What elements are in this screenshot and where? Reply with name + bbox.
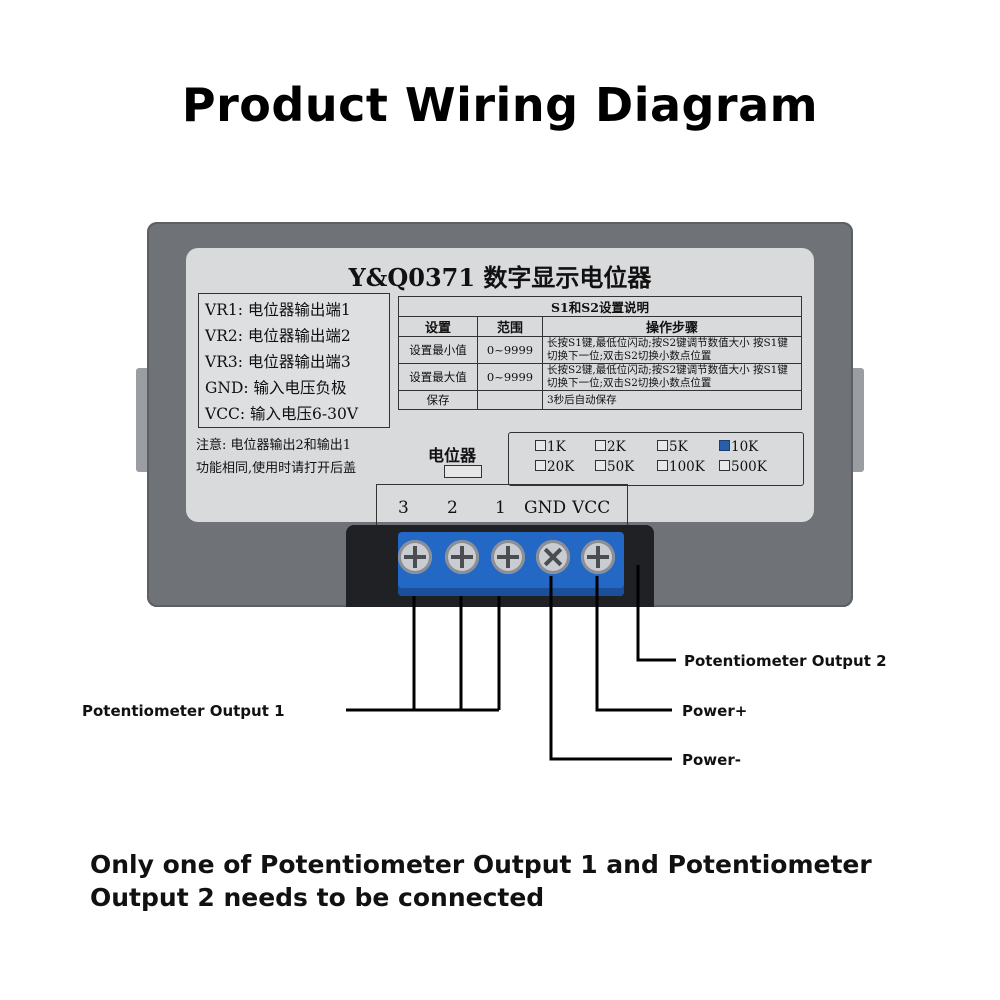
- checkbox-icon: [657, 460, 668, 471]
- settings-table: S1和S2设置说明 设置 范围 操作步骤 设置最小值 0~9999 长按S1键,…: [398, 296, 802, 410]
- device-label: Y&Q0371 数字显示电位器 VR1: 电位器输出端1 VR2: 电位器输出端…: [186, 248, 814, 525]
- screw-terminal-1: [491, 540, 525, 574]
- range-option: 2K: [595, 439, 626, 455]
- pin-legend-item: VR2: 电位器输出端2: [205, 327, 351, 345]
- checkbox-icon: [535, 440, 546, 451]
- pin-legend-item: VR1: 电位器输出端1: [205, 301, 351, 319]
- note-line: 注意: 电位器输出2和输出1: [196, 438, 352, 453]
- wire-pot-output-1: [346, 596, 501, 712]
- checkbox-icon: [657, 440, 668, 451]
- screw-terminal-2: [445, 540, 479, 574]
- terminal-bracket: [376, 484, 628, 525]
- note-line: 功能相同,使用时请打开后盖: [196, 461, 357, 476]
- terminal-label: VCC: [572, 498, 611, 518]
- potentiometer-label: 电位器: [428, 446, 477, 465]
- table-cell: 长按S1键,最低位闪动;按S2键调节数值大小 按S1键切换下一位;双击S2切换小…: [542, 336, 802, 364]
- terminal-label: GND: [524, 498, 567, 518]
- checked-checkbox-icon: [719, 440, 730, 451]
- screw-terminal-vcc: [581, 540, 615, 574]
- pin-legend-item: GND: 输入电压负极: [205, 379, 347, 397]
- pin-legend-item: VR3: 电位器输出端3: [205, 353, 351, 371]
- checkbox-icon: [719, 460, 730, 471]
- range-option: 1K: [535, 439, 566, 455]
- wire-pot-output-2: [636, 565, 676, 662]
- callout-power-minus: Power-: [682, 751, 741, 769]
- page-title: Product Wiring Diagram: [181, 78, 819, 132]
- range-option: 5K: [657, 439, 688, 455]
- range-option-selected: 10K: [719, 439, 758, 455]
- pin-legend: VR1: 电位器输出端1 VR2: 电位器输出端2 VR3: 电位器输出端3 G…: [198, 293, 390, 428]
- callout-pot-output-1: Potentiometer Output 1: [82, 702, 285, 720]
- table-row: 保存 3秒后自动保存: [398, 390, 802, 410]
- pin-legend-item: VCC: 输入电压6-30V: [205, 405, 359, 423]
- checkbox-icon: [595, 460, 606, 471]
- terminal-label: 1: [495, 498, 506, 518]
- range-option: 500K: [719, 459, 767, 475]
- table-cell: 设置最大值: [398, 363, 478, 391]
- screw-terminal-gnd: [536, 540, 570, 574]
- callout-pot-output-2: Potentiometer Output 2: [684, 652, 887, 670]
- range-option: 50K: [595, 459, 634, 475]
- model-name: Y&Q0371 数字显示电位器: [348, 263, 652, 292]
- range-option: 100K: [657, 459, 705, 475]
- range-selector: 1K 2K 5K 10K 20K 50K 100K 500K: [508, 432, 804, 486]
- note: 注意: 电位器输出2和输出1 功能相同,使用时请打开后盖: [196, 434, 356, 480]
- settings-table-header: 设置: [398, 316, 478, 337]
- table-row: 设置最大值 0~9999 长按S2键,最低位闪动;按S2键调节数值大小 按S1键…: [398, 363, 802, 391]
- screw-terminal-3: [398, 540, 432, 574]
- table-cell: 保存: [398, 390, 478, 410]
- callout-power-plus: Power+: [682, 702, 748, 720]
- table-cell: 长按S2键,最低位闪动;按S2键调节数值大小 按S1键切换下一位;双击S2切换小…: [542, 363, 802, 391]
- footnote: Only one of Potentiometer Output 1 and P…: [90, 850, 872, 912]
- table-cell: 3秒后自动保存: [542, 390, 802, 410]
- resistor-symbol: [444, 465, 482, 478]
- table-row: 设置最小值 0~9999 长按S1键,最低位闪动;按S2键调节数值大小 按S1键…: [398, 336, 802, 364]
- terminal-label: 3: [398, 498, 409, 518]
- range-option: 20K: [535, 459, 574, 475]
- wire-power-minus: [549, 576, 672, 761]
- terminal-label: 2: [447, 498, 458, 518]
- checkbox-icon: [535, 460, 546, 471]
- wire-power-plus: [595, 576, 672, 712]
- checkbox-icon: [595, 440, 606, 451]
- table-cell: 0~9999: [477, 363, 543, 391]
- table-cell: 设置最小值: [398, 336, 478, 364]
